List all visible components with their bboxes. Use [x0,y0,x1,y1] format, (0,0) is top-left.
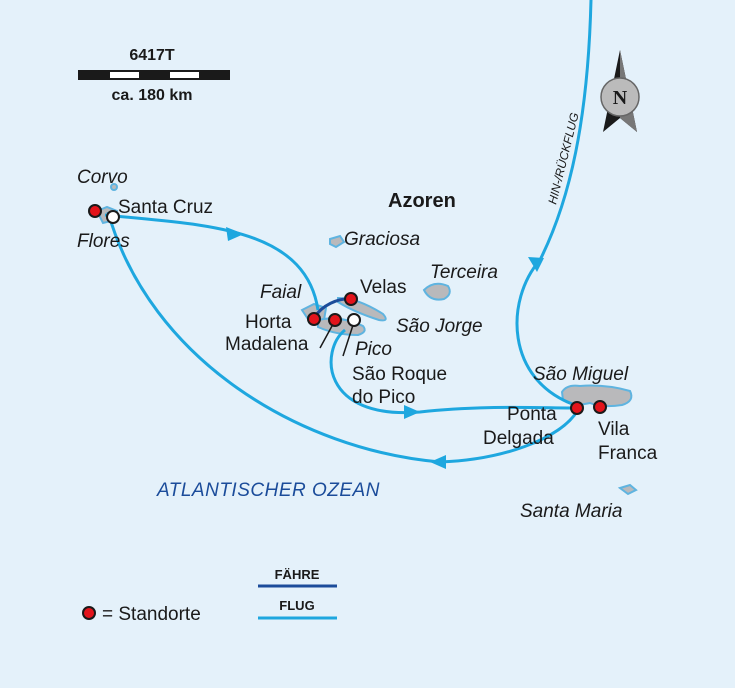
location-markers [88,204,607,415]
marker-madalena [328,313,342,327]
scale-distance: ca. 180 km [112,87,193,104]
label-faial: Faial [260,282,302,303]
island-corvo [110,183,118,191]
label-graciosa: Graciosa [344,229,420,250]
label-terceira: Terceira [430,262,498,283]
label-sao-miguel: São Miguel [533,364,629,385]
island-santa-maria [617,483,638,496]
marker-vila-franca [593,400,607,414]
pointer-lines [319,321,355,357]
marker-velas [344,292,358,306]
label-horta: Horta [245,312,292,333]
label-santa-maria: Santa Maria [520,501,622,522]
label-sao-roque-1: São Roque [352,364,447,385]
marker-horta [307,312,321,326]
island-graciosa [329,234,346,249]
label-vila-franca-2: Franca [598,443,658,464]
legend-flight-label: FLUG [279,598,314,613]
label-flight-direction: HIN-/RÜCKFLUG [545,111,581,206]
island-sao-miguel [560,384,633,408]
scale-code: 6417T [129,47,175,64]
label-flores: Flores [77,231,130,252]
island-terceira [422,282,451,301]
label-ponta-delgada-2: Delgada [483,428,554,449]
label-vila-franca-1: Vila [598,419,630,440]
label-pico: Pico [355,339,392,360]
label-santa-cruz: Santa Cruz [118,197,213,218]
marker-santa-cruz [106,210,120,224]
marker-sao-roque [347,313,361,327]
map-title: Azoren [388,190,456,212]
label-sao-roque-2: do Pico [352,387,415,408]
legend-ferry-label: FÄHRE [275,567,320,582]
marker-ponta-delgada [570,401,584,415]
route-arrows [226,227,544,469]
label-ponta-delgada-1: Ponta [507,404,557,425]
legend-location-marker [82,606,96,620]
label-madalena: Madalena [225,334,309,355]
compass-north-label: N [613,87,628,109]
label-sao-jorge: São Jorge [396,316,483,337]
compass-icon: N [600,50,640,132]
label-ocean: ATLANTISCHER OZEAN [156,480,380,501]
legend: FÄHRE FLUG = Standorte [82,567,337,625]
legend-locations-label: = Standorte [102,604,201,625]
label-corvo: Corvo [77,167,128,188]
label-velas: Velas [360,277,406,298]
marker-flores [88,204,102,218]
scale-bar [78,70,230,80]
